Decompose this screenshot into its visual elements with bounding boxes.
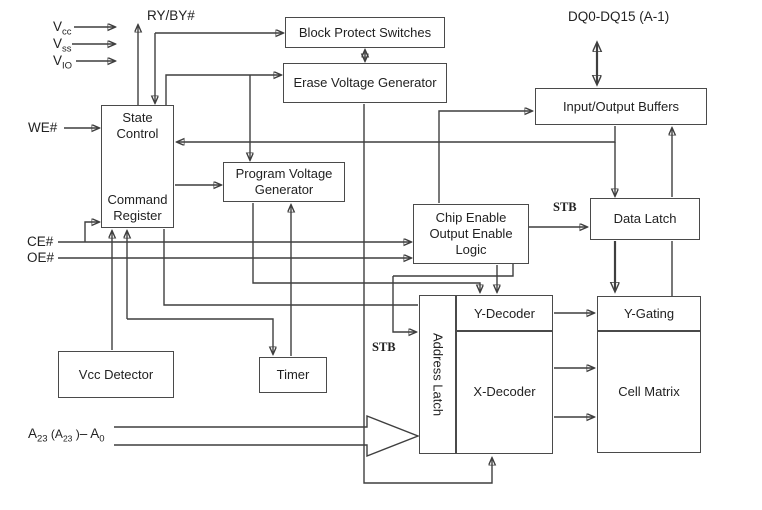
address-latch-label: Address Latch (430, 332, 446, 417)
data-latch-label: Data Latch (613, 211, 677, 226)
address-bus-open-arrow (114, 414, 420, 458)
timer-block: Timer (259, 357, 327, 393)
stb-to-addresslatch-line (392, 276, 416, 332)
erase-voltage-generator-block: Erase Voltage Generator (283, 63, 447, 103)
program-to-ydecoder-line (252, 203, 480, 292)
y-decoder-label: Y-Decoder (474, 306, 535, 321)
we-pin-label: WE# (28, 120, 58, 135)
state-to-erase-line (165, 75, 281, 105)
ce-pin-label: CE# (27, 234, 54, 249)
vio-pin-label: VIO (53, 53, 73, 72)
decoder-divider (456, 330, 553, 332)
address-latch-divider (455, 295, 457, 454)
x-decoder-label: X-Decoder (473, 384, 536, 399)
state-control-block: State Control Command Register (101, 105, 174, 228)
y-gating-label: Y-Gating (623, 306, 675, 321)
command-register-label: Command Register (107, 192, 168, 223)
vcc-pin-label: Vcc (53, 19, 72, 38)
timer-label: Timer (276, 367, 310, 382)
block-protect-switches-block: Block Protect Switches (285, 17, 445, 48)
erase-voltage-generator-label: Erase Voltage Generator (293, 75, 437, 90)
block-protect-switches-label: Block Protect Switches (298, 24, 432, 40)
vss-pin-label: Vss (53, 36, 72, 55)
io-buffers-block: Input/Output Buffers (535, 88, 707, 125)
ygating-cellmatrix-block (597, 296, 701, 453)
dq-pin-label: DQ0-DQ15 (A-1) (568, 9, 670, 24)
vcc-detector-block: Vcc Detector (58, 351, 174, 398)
program-voltage-generator-label: Program Voltage Generator (235, 166, 333, 197)
stb-label-addresslatch: STB (372, 340, 396, 354)
ygating-divider (597, 330, 701, 332)
io-buffers-label: Input/Output Buffers (562, 98, 680, 114)
vcc-detector-label: Vcc Detector (78, 366, 154, 382)
iobuffers-to-state-line (177, 126, 616, 142)
ryby-pin-label: RY/BY# (147, 8, 195, 23)
stb-label-datalatch: STB (553, 200, 577, 214)
register-timer-line-down (127, 318, 273, 354)
chip-enable-logic-label: Chip Enable Output Enable Logic (429, 210, 513, 257)
data-latch-block: Data Latch (590, 198, 700, 240)
ce-branch-to-register-line (84, 222, 99, 242)
oe-pin-label: OE# (27, 250, 55, 265)
chip-enable-logic-block: Chip Enable Output Enable Logic (413, 204, 529, 264)
register-to-addresslatch-line (163, 229, 418, 306)
chipenable-to-iobuffers-line (438, 111, 532, 203)
program-voltage-generator-block: Program Voltage Generator (223, 162, 345, 202)
address-pin-label: A23 (A23 )– A0 (28, 426, 105, 445)
cell-matrix-label: Cell Matrix (618, 384, 680, 399)
state-control-label: State Control (116, 110, 159, 141)
erase-to-xdecoder-line (363, 104, 492, 484)
decoder-complex-block (419, 295, 553, 454)
